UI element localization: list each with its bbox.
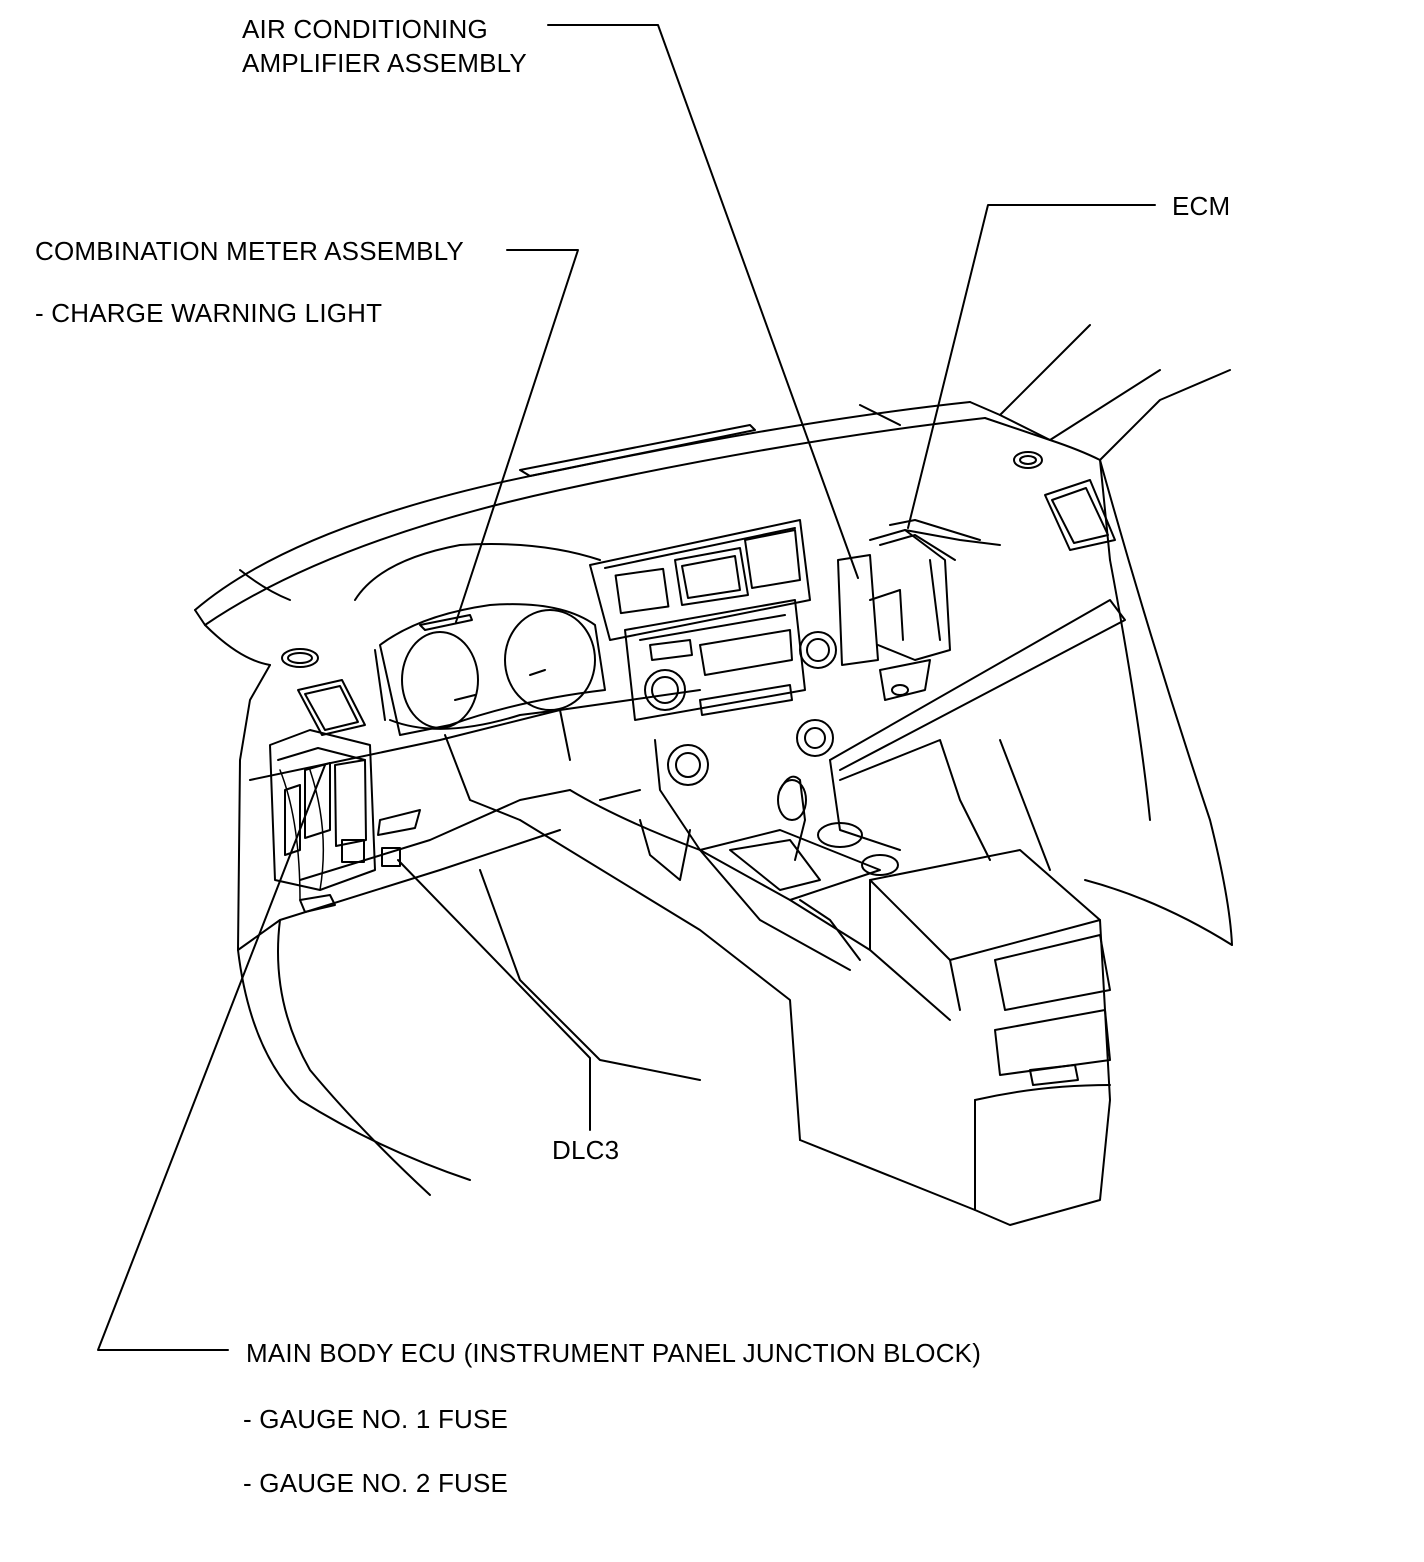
right-lower-dash [829,599,1126,871]
label-combination-meter: COMBINATION METER ASSEMBLY [35,236,464,266]
center-stack [589,519,901,851]
label-dlc3: DLC3 [552,1135,620,1165]
combination-meter [354,543,606,821]
left-dash-lower [237,664,701,1196]
leader-lines [97,24,1156,1351]
label-gauge-no1-fuse: - GAUGE NO. 1 FUSE [243,1404,509,1434]
label-air-conditioning-line2: AMPLIFIER ASSEMBLY [242,48,527,78]
right-door [1084,369,1233,946]
label-main-body-ecu: MAIN BODY ECU (INSTRUMENT PANEL JUNCTION… [246,1338,982,1368]
label-gauge-no2-fuse: - GAUGE NO. 2 FUSE [243,1468,509,1498]
right-vents [1013,451,1116,551]
ecm-and-ac-amplifier [837,519,1001,701]
leader-line-ecm [907,204,1156,529]
leader-line-main-body-ecu [97,764,326,1351]
leader-line-combination-meter [455,249,579,623]
left-vent [281,648,366,736]
junction-block [269,729,421,913]
floor [479,789,976,1211]
label-ecm: ECM [1172,191,1231,221]
leader-line-ac-amplifier [547,24,859,579]
label-air-conditioning-line1: AIR CONDITIONING [242,14,488,44]
leader-line-dlc3 [397,859,591,1131]
label-charge-warning-light: - CHARGE WARNING LIGHT [35,298,383,328]
dashboard-outline [194,324,1161,666]
center-console [599,775,1111,1226]
